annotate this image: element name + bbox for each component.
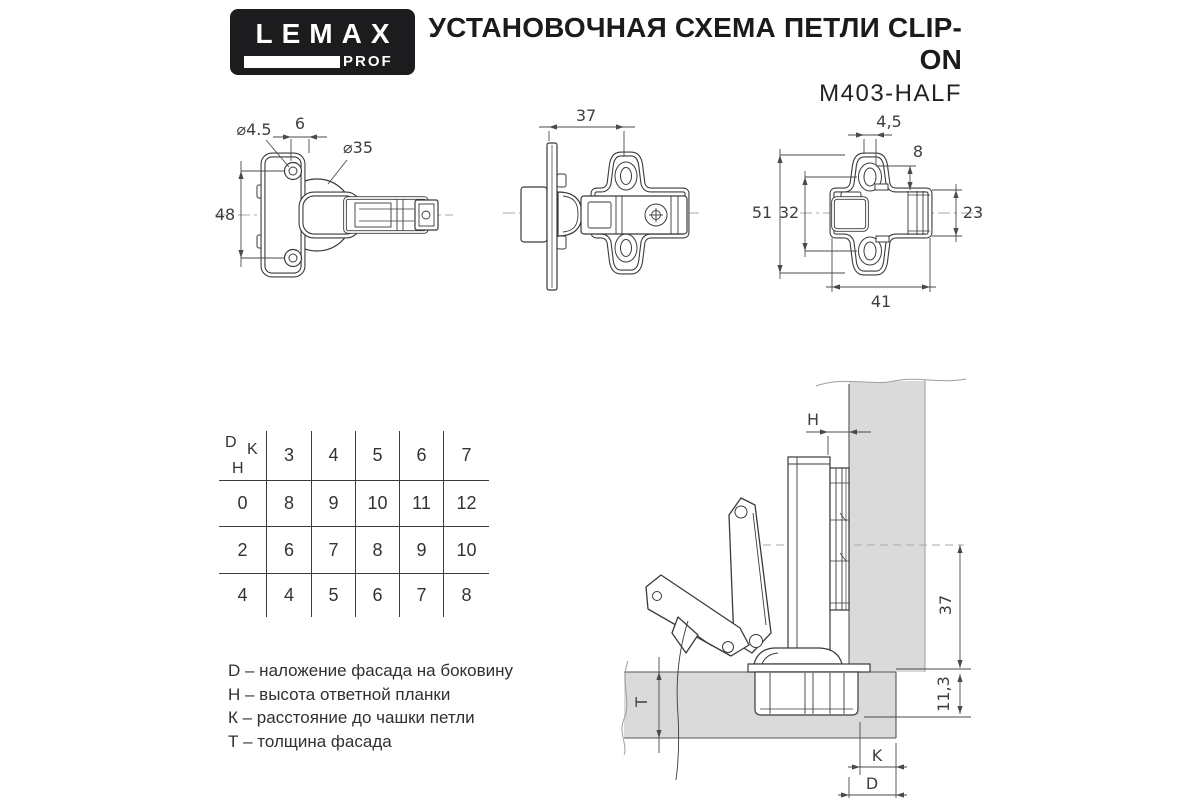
table-value: 8 — [356, 527, 400, 574]
facade-panel-edge — [520, 142, 567, 291]
svg-text:51: 51 — [752, 203, 772, 222]
table-h-label: 4 — [219, 574, 267, 617]
title-block: УСТАНОВОЧНАЯ СХЕМА ПЕТЛИ CLIP-ON M403-HA… — [420, 12, 962, 108]
drawing-mounting-plate: 4,5 8 51 32 — [752, 112, 983, 311]
table-value: 9 — [400, 527, 444, 574]
dimension-cup-depth: 11,3 — [864, 674, 971, 718]
table-k-header: 4 — [312, 431, 356, 480]
table-value: 8 — [267, 480, 312, 527]
svg-text:37: 37 — [936, 595, 955, 615]
svg-text:23: 23 — [963, 203, 983, 222]
table-k-header: 7 — [461, 445, 472, 465]
table-value: 8 — [461, 585, 472, 605]
page-title: УСТАНОВОЧНАЯ СХЕМА ПЕТЛИ CLIP-ON — [428, 12, 962, 75]
dimension-6: 6 — [273, 114, 327, 161]
table-value: 7 — [400, 574, 444, 617]
svg-text:H: H — [807, 410, 819, 429]
logo-bar-row: PROF — [244, 53, 402, 70]
table-k-header: 3 — [267, 431, 312, 480]
legend: D – наложение фасада на боковину H – выс… — [228, 659, 513, 753]
legend-item-h: H – высота ответной планки — [228, 684, 451, 704]
hinge-arm — [298, 191, 439, 239]
table-value: 10 — [356, 480, 400, 527]
cabinet-side-panel — [810, 369, 967, 672]
svg-text:6: 6 — [295, 114, 305, 133]
mounting-plate-section — [829, 467, 850, 611]
svg-text:4,5: 4,5 — [876, 112, 901, 131]
table-corner-cell: D K H — [219, 431, 267, 480]
plate-body — [829, 152, 933, 276]
hinge-levers — [645, 497, 772, 781]
drawing-cross-section: H 37 11,3 T K — [621, 369, 971, 798]
spec-table: D K H 3 4 5 6 7 0 8 9 10 11 12 2 6 7 8 9… — [219, 431, 489, 617]
svg-text:32: 32 — [779, 203, 799, 222]
svg-text:48: 48 — [215, 205, 235, 224]
table-h-label: 2 — [219, 527, 267, 574]
table-k-header: 6 — [400, 431, 444, 480]
dimension-48: 48 — [215, 161, 285, 267]
dimension-slot-offset: 8 — [876, 142, 923, 190]
table-value: 6 — [356, 574, 400, 617]
legend-item-d: D – наложение фасада на боковину — [228, 661, 514, 680]
table-value: 9 — [312, 480, 356, 527]
dimension-screw-diameter: ⌀4.5 — [236, 120, 290, 168]
corner-h-label: H — [232, 460, 244, 477]
table-value: 7 — [312, 527, 356, 574]
svg-text:41: 41 — [871, 292, 891, 311]
table-value: 5 — [312, 574, 356, 617]
drawing-hinge-top-view: 48 6 ⌀4.5 ⌀35 — [215, 114, 453, 278]
svg-text:D: D — [866, 774, 878, 793]
corner-k-label: K — [247, 441, 258, 458]
table-value: 10 — [444, 527, 489, 574]
brand-name: LEMAX — [255, 18, 399, 49]
dimension-k: K — [848, 722, 907, 798]
table-value: 11 — [400, 480, 444, 527]
dimension-slot-width: 4,5 — [848, 112, 902, 165]
dimension-hole-spacing: 32 — [779, 171, 857, 257]
hinge-cup-side — [557, 191, 583, 237]
hinge-cup-section — [747, 647, 871, 716]
model-name: M403-HALF — [819, 80, 962, 107]
corner-d-label: D — [225, 434, 237, 451]
table-value: 6 — [267, 527, 312, 574]
dimension-plate-height: 51 — [752, 149, 845, 279]
brand-sub: PROF — [343, 53, 393, 70]
drawing-hinge-mounted-view: 37 — [503, 106, 702, 291]
dimension-37-vertical: 37 — [896, 545, 971, 670]
dimension-body-height: 23 — [932, 184, 983, 242]
table-value: 4 — [267, 574, 312, 617]
dimension-d: D — [838, 774, 907, 798]
brand-logo: LEMAX PROF — [230, 9, 415, 75]
svg-text:8: 8 — [913, 142, 923, 161]
svg-text:T: T — [632, 697, 651, 708]
hinge-arm-section — [787, 456, 831, 654]
dimension-cup-diameter: ⌀35 — [327, 138, 373, 185]
dimension-37: 37 — [539, 106, 635, 157]
svg-text:⌀35: ⌀35 — [343, 138, 373, 157]
svg-text:K: K — [872, 746, 883, 765]
svg-text:37: 37 — [576, 106, 596, 125]
legend-item-k: К – расстояние до чашки петли — [228, 708, 475, 728]
dimension-plate-width: 41 — [826, 238, 936, 311]
hinge-arm-side — [580, 195, 688, 235]
logo-bar — [244, 56, 340, 68]
table-h-label: 0 — [219, 480, 267, 527]
table-k-header: 5 — [356, 431, 400, 480]
dimension-h: H — [806, 410, 871, 455]
table-value: 12 — [444, 480, 489, 527]
svg-text:11,3: 11,3 — [934, 676, 953, 712]
dimension-t: T — [632, 657, 662, 753]
svg-text:⌀4.5: ⌀4.5 — [236, 120, 271, 139]
legend-item-t: Т – толщина фасада — [228, 731, 392, 751]
